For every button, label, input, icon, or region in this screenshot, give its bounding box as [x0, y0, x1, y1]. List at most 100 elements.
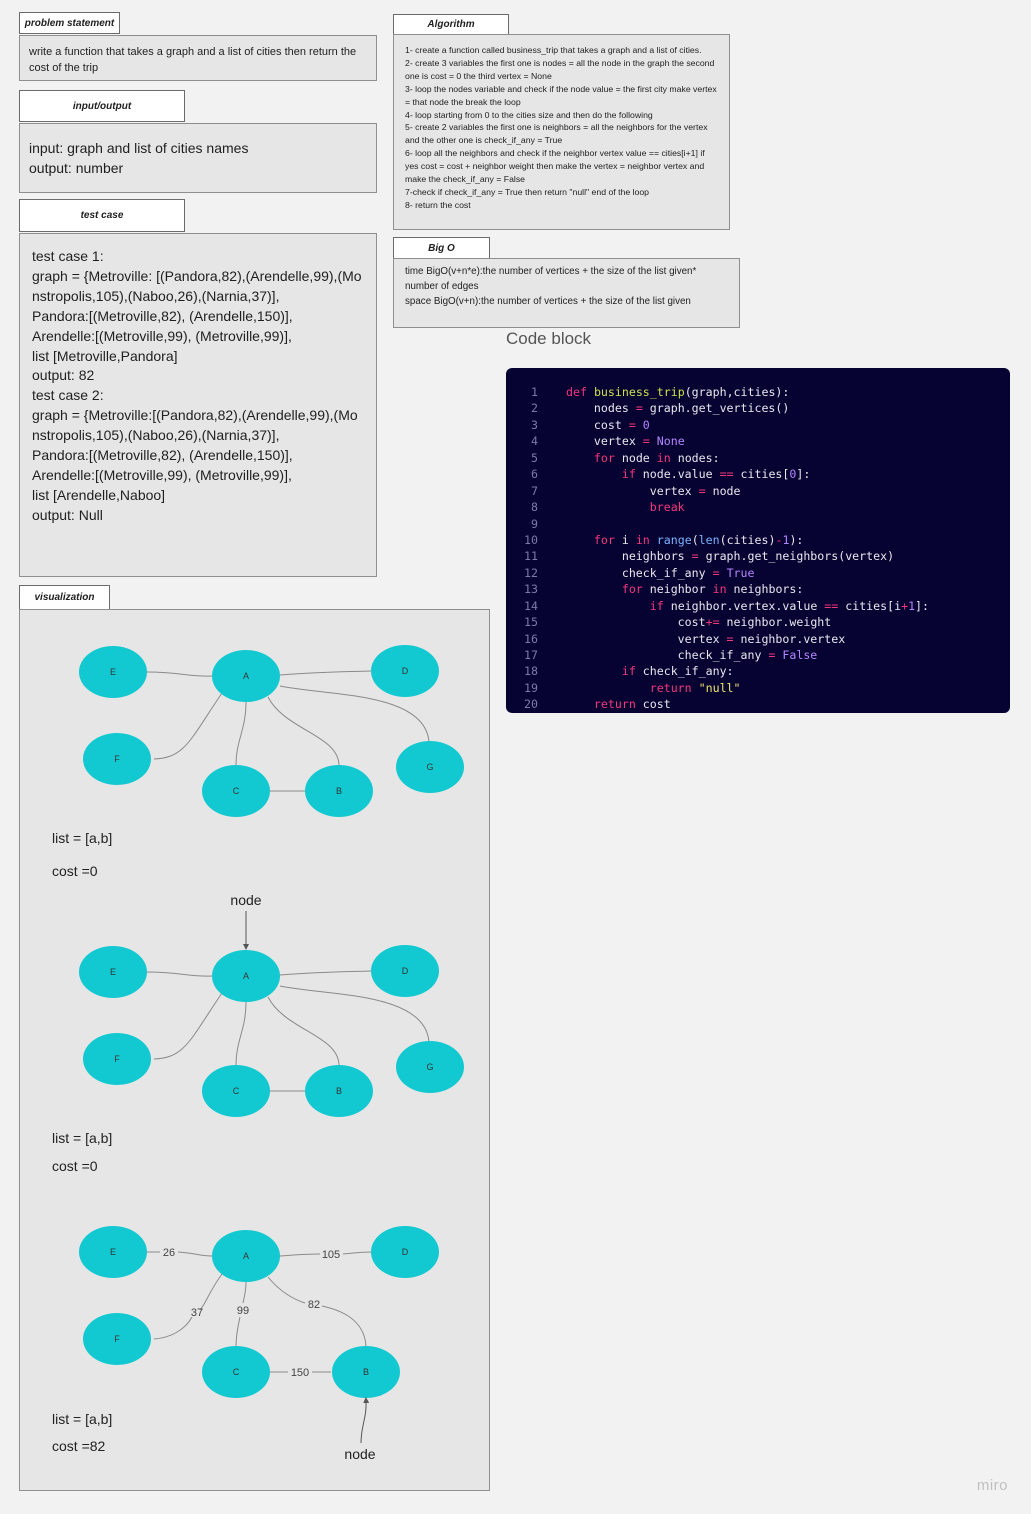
code-text: vertex = None — [566, 434, 685, 449]
graph-3-label-e: E — [110, 1247, 116, 1257]
graph-3-weight-ae: 26 — [163, 1247, 175, 1259]
graph-1: E A D F G C B list = [a,b] cost =0 — [52, 645, 464, 879]
graph-2-cost: cost =0 — [52, 1158, 98, 1174]
graph-2-label-c: C — [233, 1086, 240, 1096]
line-number: 12 — [524, 565, 538, 580]
graph-2-node-a — [212, 950, 280, 1002]
code-text: if check_if_any: — [621, 664, 734, 679]
line-number: 13 — [524, 582, 538, 597]
line-number: 5 — [531, 450, 538, 465]
code-line: 9 — [506, 516, 1010, 532]
big-o-panel: time BigO(v+n*e):the number of vertices … — [393, 258, 740, 328]
graph-3-nodes — [79, 1226, 439, 1398]
code-text: cost+= neighbor.weight — [566, 615, 832, 630]
code-text: cost = 0 — [566, 417, 650, 432]
graph-1-label-g: G — [426, 762, 433, 772]
line-number: 3 — [531, 417, 538, 432]
graph-3-weight-af: 37 — [191, 1307, 203, 1319]
code-line: 11 neighbors = graph.get_neighbors(verte… — [506, 548, 1010, 564]
line-number: 9 — [531, 516, 538, 531]
graph-3-node-e — [79, 1226, 147, 1278]
graph-3-list: list = [a,b] — [52, 1411, 112, 1427]
line-number: 6 — [531, 467, 538, 482]
graph-3-cost: cost =82 — [52, 1438, 106, 1454]
graph-1-node-c — [202, 765, 270, 817]
line-number: 1 — [531, 385, 538, 399]
algorithm-panel: 1- create a function called business_tri… — [393, 34, 730, 230]
graph-2-node-f — [83, 1033, 151, 1085]
graph-2-label-g: G — [426, 1062, 433, 1072]
graph-1-list: list = [a,b] — [52, 830, 112, 846]
code-line: 3 cost = 0 — [506, 417, 1010, 433]
problem-statement-tab: problem statement — [19, 12, 120, 34]
line-number: 15 — [524, 615, 538, 630]
graph-3-node-pointer-label: node — [344, 1446, 375, 1462]
graph-2-label-d: D — [402, 966, 409, 976]
graph-1-label-d: D — [402, 666, 409, 676]
graph-2-node-pointer-label: node — [230, 892, 261, 908]
graph-1-label-e: E — [110, 667, 116, 677]
graph-3: 26 105 37 99 82 150 E A D F C B node lis… — [52, 1226, 439, 1462]
line-number: 19 — [524, 680, 538, 695]
line-number: 18 — [524, 664, 538, 679]
line-number: 10 — [524, 532, 538, 547]
code-line: 18 if check_if_any: — [506, 663, 1010, 679]
code-line: 6 if node.value == cities[0]: — [506, 466, 1010, 482]
graph-3-label-d: D — [402, 1247, 409, 1257]
graph-1-node-g — [396, 741, 464, 793]
graph-3-weight-ab: 82 — [308, 1299, 320, 1311]
graph-1-node-a — [212, 650, 280, 702]
input-output-tab: input/output — [19, 90, 185, 122]
code-line: 4 vertex = None — [506, 433, 1010, 449]
graph-2-node-b — [305, 1065, 373, 1117]
code-line: 16 vertex = neighbor.vertex — [506, 631, 1010, 647]
graph-2-nodes — [79, 945, 464, 1117]
graph-1-edges — [146, 670, 430, 792]
code-text: neighbors = graph.get_neighbors(vertex) — [566, 549, 895, 564]
line-number: 11 — [524, 549, 538, 564]
visualization-tab: visualization — [19, 585, 110, 610]
graph-3-label-b: B — [363, 1367, 369, 1377]
code-text: check_if_any = False — [566, 648, 818, 662]
code-text: check_if_any = True — [566, 565, 755, 580]
code-text: if node.value == cities[0]: — [621, 467, 811, 482]
code-line: 12 check_if_any = True — [506, 565, 1010, 581]
line-number: 14 — [524, 598, 538, 613]
line-number: 2 — [531, 401, 538, 416]
graph-1-label-a: A — [243, 671, 249, 681]
line-number: 4 — [531, 434, 538, 449]
code-line: 8 break — [506, 499, 1010, 515]
graph-2-label-a: A — [243, 971, 249, 981]
code-text: return "null" — [649, 680, 741, 695]
code-text: if neighbor.vertex.value == cities[i+1]: — [649, 598, 930, 613]
graph-2-node-e — [79, 946, 147, 998]
graph-3-weight-ac: 99 — [237, 1305, 249, 1317]
graph-2: node E A D F G C B li — [52, 892, 464, 1174]
graph-1-label-f: F — [114, 754, 120, 764]
graph-3-weight-ad: 105 — [322, 1249, 340, 1261]
input-output-panel: input: graph and list of cities names ou… — [19, 123, 377, 193]
graph-1-node-b — [305, 765, 373, 817]
code-line: 7 vertex = node — [506, 483, 1010, 499]
graph-3-weight-cb: 150 — [291, 1367, 309, 1379]
code-text: break — [649, 500, 685, 515]
code-line: 15 cost+= neighbor.weight — [506, 614, 1010, 630]
graph-2-edges — [146, 970, 430, 1092]
graph-2-label-f: F — [114, 1054, 120, 1064]
code-line: 20 return cost — [506, 696, 1010, 712]
code-text: vertex = node — [566, 483, 741, 498]
graph-3-node-pointer-arrow — [360, 1397, 370, 1444]
code-text: vertex = neighbor.vertex — [566, 631, 846, 646]
code-text: for i in range(len(cities)-1): — [593, 532, 804, 547]
code-text: def business_trip(graph,cities): — [566, 385, 790, 399]
problem-statement-panel: write a function that takes a graph and … — [19, 35, 377, 81]
code-text: return cost — [593, 697, 671, 712]
code-text: nodes = graph.get_vertices() — [566, 401, 790, 416]
code-line: 13 for neighbor in neighbors: — [506, 581, 1010, 597]
graph-1-node-e — [79, 646, 147, 698]
graph-3-label-a: A — [243, 1251, 249, 1261]
graph-3-node-a — [212, 1230, 280, 1282]
miro-watermark: miro — [976, 1477, 1008, 1494]
line-number: 7 — [531, 483, 538, 498]
